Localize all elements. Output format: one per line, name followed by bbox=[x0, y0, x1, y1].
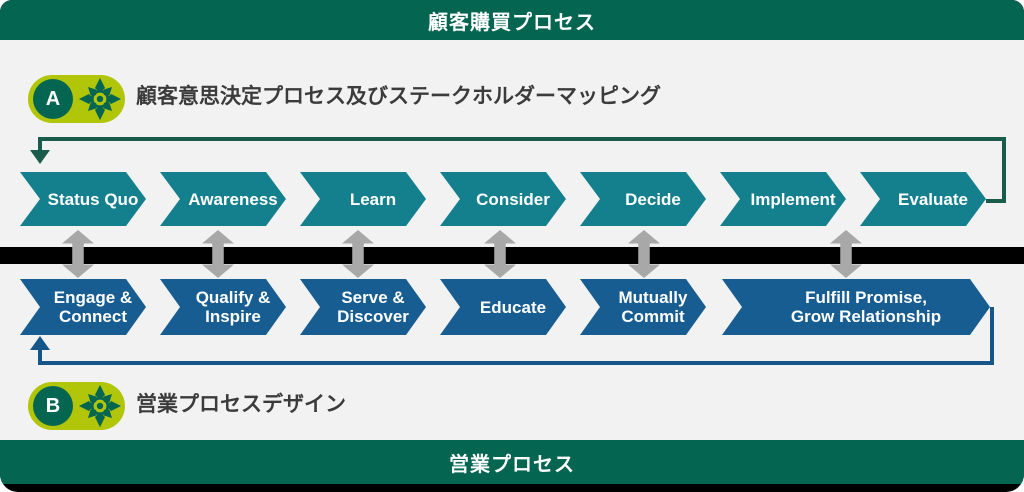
section-b-title: 営業プロセスデザイン bbox=[136, 393, 346, 416]
journey-step-awareness: Awareness bbox=[160, 172, 286, 226]
footer-title: 営業プロセス bbox=[449, 453, 575, 476]
loop-b-left-stub bbox=[38, 349, 42, 363]
journey-step-consider: Consider bbox=[440, 172, 566, 226]
journey-step-decide: Decide bbox=[580, 172, 706, 226]
loop-a-left-stub bbox=[38, 137, 42, 151]
section-a-badge: A bbox=[28, 75, 125, 123]
loop-a-right-line bbox=[1002, 137, 1006, 203]
sales-step-mutually-commit: Mutually Commit bbox=[580, 279, 706, 335]
journey-step-learn: Learn bbox=[300, 172, 426, 226]
journey-step-implement: Implement bbox=[720, 172, 846, 226]
header-bar: 顧客購買プロセス bbox=[0, 0, 1024, 40]
compass-icon bbox=[78, 77, 122, 121]
header-title: 顧客購買プロセス bbox=[428, 11, 596, 34]
sales-step-educate: Educate bbox=[440, 279, 566, 335]
loop-b-right-line bbox=[990, 307, 994, 365]
sales-step-engage-connect: Engage & Connect bbox=[20, 279, 146, 335]
section-a-title: 顧客意思決定プロセス及びステークホルダーマッピング bbox=[136, 85, 661, 108]
journey-step-evaluate: Evaluate bbox=[860, 172, 986, 226]
process-divider bbox=[0, 247, 1024, 264]
loop-b-bottom-line bbox=[38, 361, 994, 365]
section-a-letter: A bbox=[45, 87, 61, 110]
sales-step-qualify-inspire: Qualify & Inspire bbox=[160, 279, 286, 335]
section-a-letter-badge: A bbox=[33, 79, 73, 119]
section-b-letter: B bbox=[45, 394, 61, 417]
sales-step-fulfill-grow: Fulfill Promise, Grow Relationship bbox=[722, 279, 990, 335]
section-b-badge: B bbox=[28, 382, 125, 430]
journey-step-status-quo: Status Quo bbox=[20, 172, 146, 226]
loop-a-stub-line bbox=[986, 199, 1006, 203]
footer-bar: 営業プロセス bbox=[0, 440, 1024, 484]
sales-step-serve-discover: Serve & Discover bbox=[300, 279, 426, 335]
section-b-letter-badge: B bbox=[33, 386, 73, 426]
compass-icon bbox=[78, 384, 122, 428]
loop-a-top-line bbox=[38, 137, 1006, 141]
